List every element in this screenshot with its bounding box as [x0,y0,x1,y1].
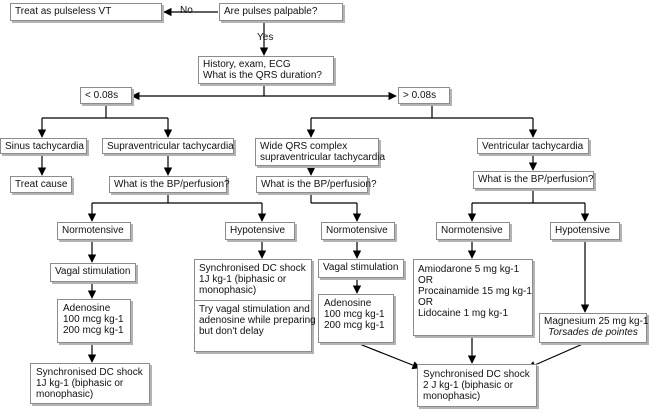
adenosine-box-2: Adenosine 100 mcg kg-1 200 mcg kg-1 [318,294,394,343]
torsades-text: Torsades de pointes [548,327,638,338]
supraventricular-tachycardia-text: Supraventricular tachycardia [107,141,234,152]
treat-cause-text: Treat cause [15,179,68,190]
adenosine-title-1: Adenosine [63,303,111,314]
wide-qrs-svt-box: Wide QRS complex supraventricular tachyc… [255,138,386,166]
vagal-stimulation-text-2: Vagal stimulation [323,262,399,273]
history-exam-ecg-box: History, exam, ECG What is the QRS durat… [198,56,334,84]
dc-shock-hypotensive-line1: Synchronised DC shock [199,263,306,274]
bp-perfusion-question-text-3: What is the BP/perfusion? [478,174,594,185]
dc-shock-hypotensive-line2: 1J kg-1 (biphasic or [199,274,287,285]
dc-shock-1-line2: 1J kg-1 (biphasic or [36,378,124,389]
ventricular-tachycardia-box: Ventricular tachycardia [477,138,589,154]
normotensive-text-1: Normotensive [62,225,124,236]
pulses-palpable-question-text: Are pulses palpable? [224,6,318,17]
or-text-2: OR [418,297,433,308]
bp-perfusion-question-box-1: What is the BP/perfusion? [109,176,230,193]
pulses-palpable-question-box: Are pulses palpable? [219,3,343,21]
dc-shock-divider [195,300,311,301]
normotensive-text-2: Normotensive [326,225,388,236]
ventricular-tachycardia-text: Ventricular tachycardia [482,141,584,152]
dc-shock-2-line2: 2 J kg-1 (biphasic or [423,380,514,391]
bp-perfusion-question-text-2: What is the BP/perfusion? [261,179,377,190]
hypotensive-text-1: Hypotensive [230,225,286,236]
try-vagal-line3: but don't delay [199,326,264,337]
treat-as-pulseless-vt-box: Treat as pulseless VT [10,3,162,21]
wide-qrs-box: > 0.08s [398,87,450,104]
magnesium-box: Magnesium 25 mg kg-1 Torsades de pointes [539,313,649,343]
bp-perfusion-question-box-3: What is the BP/perfusion? [473,171,594,189]
wide-qrs-svt-line2: supraventricular tachycardia [260,152,386,163]
hypotensive-box-1: Hypotensive [225,222,295,240]
treat-cause-box: Treat cause [10,176,72,193]
treat-as-pulseless-vt-text: Treat as pulseless VT [15,6,112,17]
narrow-qrs-box: < 0.08s [80,87,132,104]
dc-shock-1-line3: monophasic) [36,389,94,400]
adenosine-dose-1a: 100 mcg kg-1 [63,314,124,325]
sinus-tachycardia-box: Sinus tachycardia [0,138,87,154]
dc-shock-2-line3: monophasic) [423,391,481,402]
adenosine-dose-2a: 100 mcg kg-1 [324,309,385,320]
dc-shock-box-2: Synchronised DC shock 2 J kg-1 (biphasic… [417,364,537,407]
hypotensive-text-2: Hypotensive [555,225,611,236]
adenosine-box-1: Adenosine 100 mcg kg-1 200 mcg kg-1 [57,299,131,343]
lidocaine-text: Lidocaine 1 mg kg-1 [418,308,509,319]
normotensive-box-1: Normotensive [57,222,131,240]
normotensive-text-3: Normotensive [441,225,503,236]
narrow-qrs-text: < 0.08s [85,90,119,101]
dc-shock-hypotensive-line3: monophasic) [199,285,257,296]
vagal-stimulation-box-1: Vagal stimulation [50,263,136,282]
amiodarone-text: Amiodarone 5 mg kg-1 [418,264,520,275]
vagal-stimulation-box-2: Vagal stimulation [318,259,404,278]
magnesium-dose-text: Magnesium 25 mg kg-1 [544,316,649,327]
bp-perfusion-question-text-1: What is the BP/perfusion? [114,179,230,190]
vagal-stimulation-text-1: Vagal stimulation [55,266,131,277]
dc-shock-box-1: Synchronised DC shock 1J kg-1 (biphasic … [30,363,150,404]
normotensive-box-2: Normotensive [321,222,395,240]
wide-qrs-svt-line1: Wide QRS complex [260,141,348,152]
try-vagal-line1: Try vagal stimulation and [199,304,310,315]
supraventricular-tachycardia-box: Supraventricular tachycardia [102,138,234,154]
dc-shock-2-line1: Synchronised DC shock [423,369,530,380]
sinus-tachycardia-text: Sinus tachycardia [5,141,84,152]
normotensive-box-3: Normotensive [436,222,510,240]
yes-label: Yes [257,32,274,43]
qrs-duration-question-text: What is the QRS duration? [203,70,322,81]
dc-shock-1-line1: Synchronised DC shock [36,367,143,378]
antiarrhythmics-box: Amiodarone 5 mg kg-1 OR Procainamide 15 … [413,259,533,336]
bp-perfusion-question-box-2: What is the BP/perfusion? [256,176,377,193]
history-exam-ecg-text: History, exam, ECG [203,59,291,70]
adenosine-dose-1b: 200 mcg kg-1 [63,325,124,336]
try-vagal-line2: adenosine while preparing [199,315,316,326]
wide-qrs-text: > 0.08s [403,90,437,101]
no-label: No [180,5,193,16]
dc-shock-hypotensive-box: Synchronised DC shock 1J kg-1 (biphasic … [194,259,316,352]
or-text-1: OR [418,275,433,286]
procainamide-text: Procainamide 15 mg kg-1 [418,286,532,297]
adenosine-dose-2b: 200 mcg kg-1 [324,320,385,331]
hypotensive-box-2: Hypotensive [550,222,620,240]
adenosine-title-2: Adenosine [324,298,372,309]
